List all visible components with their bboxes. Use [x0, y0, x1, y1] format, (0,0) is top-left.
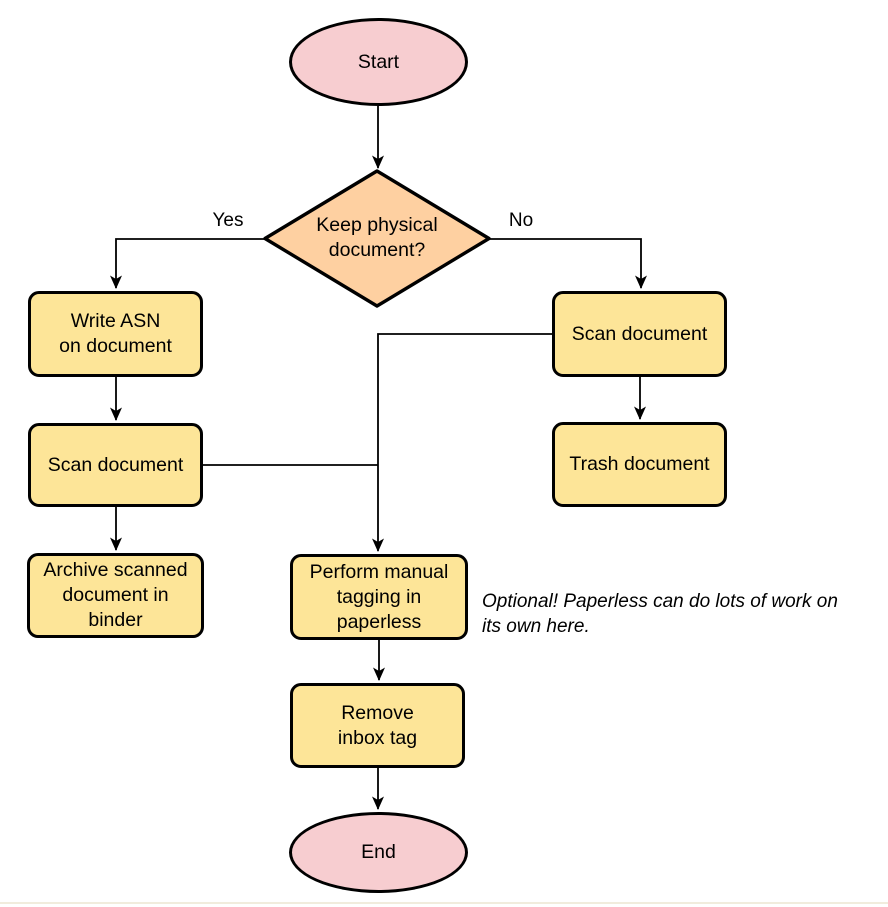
node-scan-document-right-label: Scan document [571, 322, 708, 345]
node-remove-inbox-tag-label: Remove inbox tag [337, 701, 418, 749]
node-end-label: End [361, 841, 396, 863]
node-decision-label: Keep physical document? [316, 214, 438, 261]
edge-decision-yes-to-write-asn [110, 238, 265, 289]
node-end: End [289, 812, 468, 893]
node-start-label: Start [357, 50, 400, 73]
edge-decision-no-to-scan-right [489, 238, 647, 289]
edge-label-yes: Yes [212, 210, 244, 231]
node-trash-document-label: Trash document [569, 453, 710, 475]
edge-label-no: No [508, 210, 534, 231]
note-text: Optional! Paperless can do lots of work … [482, 591, 838, 637]
node-scan-document-left-label: Scan document [47, 453, 184, 476]
node-archive-in-binder-label: Archive scanned document in binder [43, 559, 188, 631]
node-archive-in-binder: Archive scanned document in binder [27, 553, 204, 638]
decision-diamond-shape [263, 169, 491, 308]
node-remove-inbox-tag: Remove inbox tag [290, 683, 465, 768]
node-start: Start [289, 18, 468, 106]
node-trash-document: Trash document [552, 422, 727, 507]
node-write-asn-label: Write ASN on document [59, 310, 172, 357]
page-bottom-border [0, 902, 888, 904]
node-decision: Keep physical document? [277, 196, 477, 280]
node-write-asn: Write ASN on document [28, 291, 203, 377]
edge-scan-right-to-tagging [372, 333, 552, 552]
node-scan-document-right: Scan document [552, 291, 727, 377]
node-manual-tagging-label: Perform manual tagging in paperless [309, 560, 449, 633]
node-scan-document-left: Scan document [28, 423, 203, 507]
node-manual-tagging: Perform manual tagging in paperless [290, 554, 468, 640]
